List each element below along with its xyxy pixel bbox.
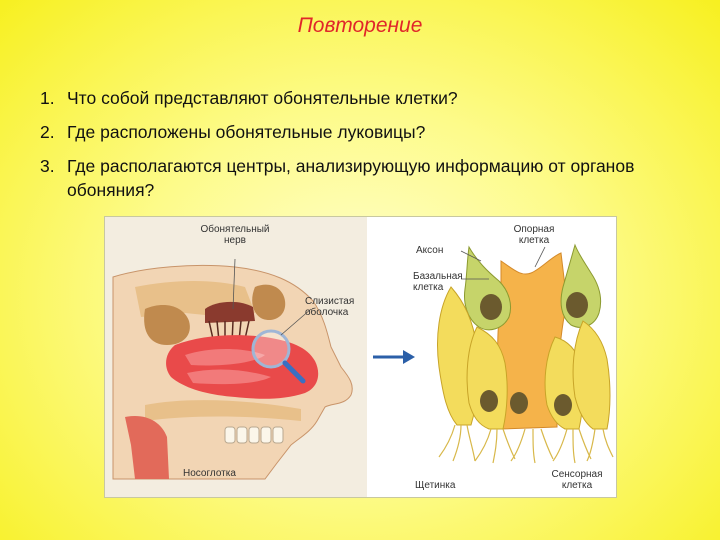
label-sensory-cell: Сенсорная клетка — [547, 469, 607, 491]
question-number: 1. — [40, 86, 55, 110]
question-text: Где расположены обонятельные луковицы? — [67, 122, 425, 142]
anatomy-illustration — [105, 217, 616, 497]
cell-nucleus — [510, 392, 528, 414]
leader-line — [535, 247, 545, 267]
question-item: 1. Что собой представляют обонятельные к… — [40, 86, 680, 110]
label-mucosa: Слизистая оболочка — [305, 296, 354, 318]
arrow-head — [403, 350, 415, 364]
cell-nucleus — [566, 292, 588, 318]
teeth — [225, 427, 283, 443]
label-axon: Аксон — [416, 245, 443, 256]
anatomy-figure: Обонятельный нерв Слизистая оболочка Нос… — [104, 216, 617, 498]
question-number: 2. — [40, 120, 55, 144]
question-number: 3. — [40, 154, 55, 178]
question-text: Где располагаются центры, анализирующую … — [67, 156, 634, 200]
question-item: 2. Где расположены обонятельные луковицы… — [40, 120, 680, 144]
cell-nucleus — [554, 394, 572, 416]
cilia — [439, 425, 613, 463]
cell-nucleus — [480, 390, 498, 412]
olfactory-bulb — [205, 302, 255, 323]
label-basal-cell: Базальная клетка — [413, 271, 463, 293]
slide-title: Повторение — [0, 14, 720, 38]
label-nasopharynx: Носоглотка — [183, 468, 236, 479]
label-olfactory-nerve: Обонятельный нерв — [183, 224, 287, 246]
label-support-cell: Опорная клетка — [509, 224, 559, 246]
question-item: 3. Где располагаются центры, анализирующ… — [40, 154, 680, 202]
cell-nucleus — [480, 294, 502, 320]
question-list: 1. Что собой представляют обонятельные к… — [40, 86, 680, 212]
question-text: Что собой представляют обонятельные клет… — [67, 88, 458, 108]
label-bristle: Щетинка — [415, 480, 455, 491]
